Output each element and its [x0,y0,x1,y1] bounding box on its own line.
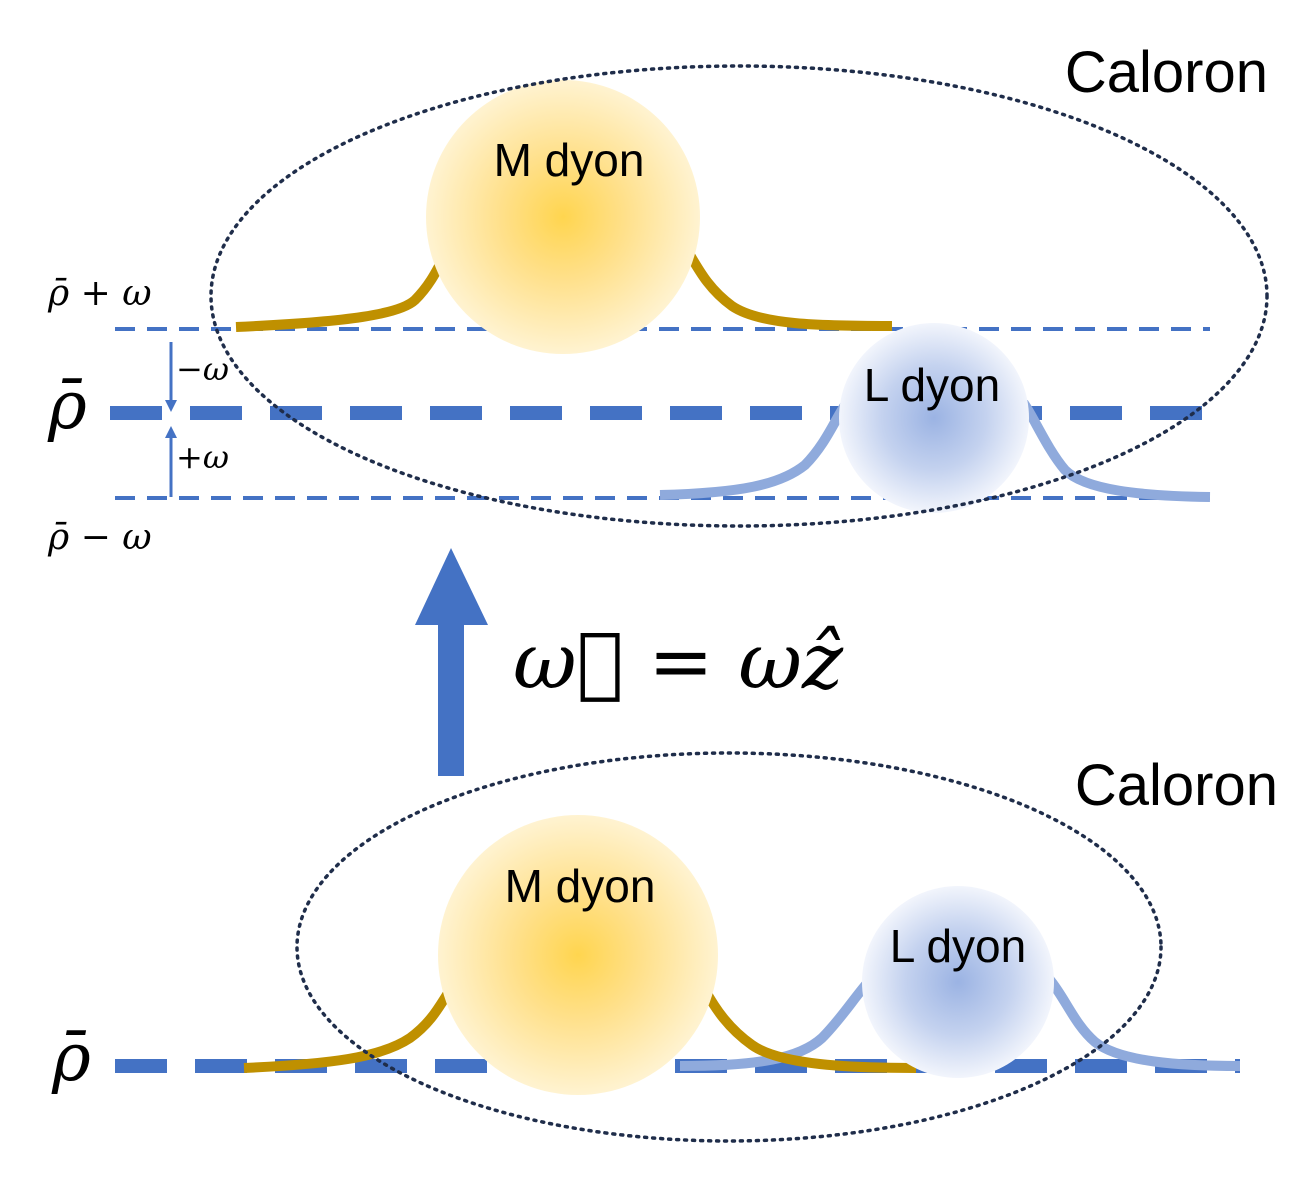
top-l-dyon-label: L dyon [864,359,1000,411]
top-caloron-label: Caloron [1065,40,1268,105]
top-m-dyon-label: M dyon [494,134,645,186]
top-caloron-boundary [209,64,1269,528]
shift-up-label: +ω [176,438,229,476]
shift-up-arrow [165,426,177,497]
bottom-m-dyon-sphere [438,815,718,1095]
bottom-caloron-boundary [295,751,1163,1143]
shift-down-arrow [165,342,177,412]
bottom-m-dyon-label: M dyon [505,860,656,912]
level-label-lower: ρ̄ − ω [47,517,152,558]
bottom-caloron-label: Caloron [1075,753,1278,818]
bottom-l-dyon-sphere [862,886,1054,1078]
top-l-dyon-sphere [839,323,1029,513]
bottom-caloron: Caloron M dyon L dyon ρ̄ [51,751,1278,1143]
top-caloron: Caloron M dyon L dyon ρ̄ + ω ρ̄ ρ̄ − ω −… [47,40,1269,558]
up-arrow-head [415,548,488,625]
level-label-mid: ρ̄ [47,367,87,444]
shift-down-label: −ω [176,350,229,388]
rotation-label: ω⃗ = ωẑ [513,617,844,707]
bottom-l-dyon-label: L dyon [890,920,1026,972]
level-label-upper: ρ̄ + ω [47,273,152,314]
up-arrow-icon [438,620,464,776]
top-m-dyon-sphere [426,80,700,354]
bottom-level-label: ρ̄ [51,1019,91,1096]
rotation-arrow: ω⃗ = ωẑ [415,548,844,776]
